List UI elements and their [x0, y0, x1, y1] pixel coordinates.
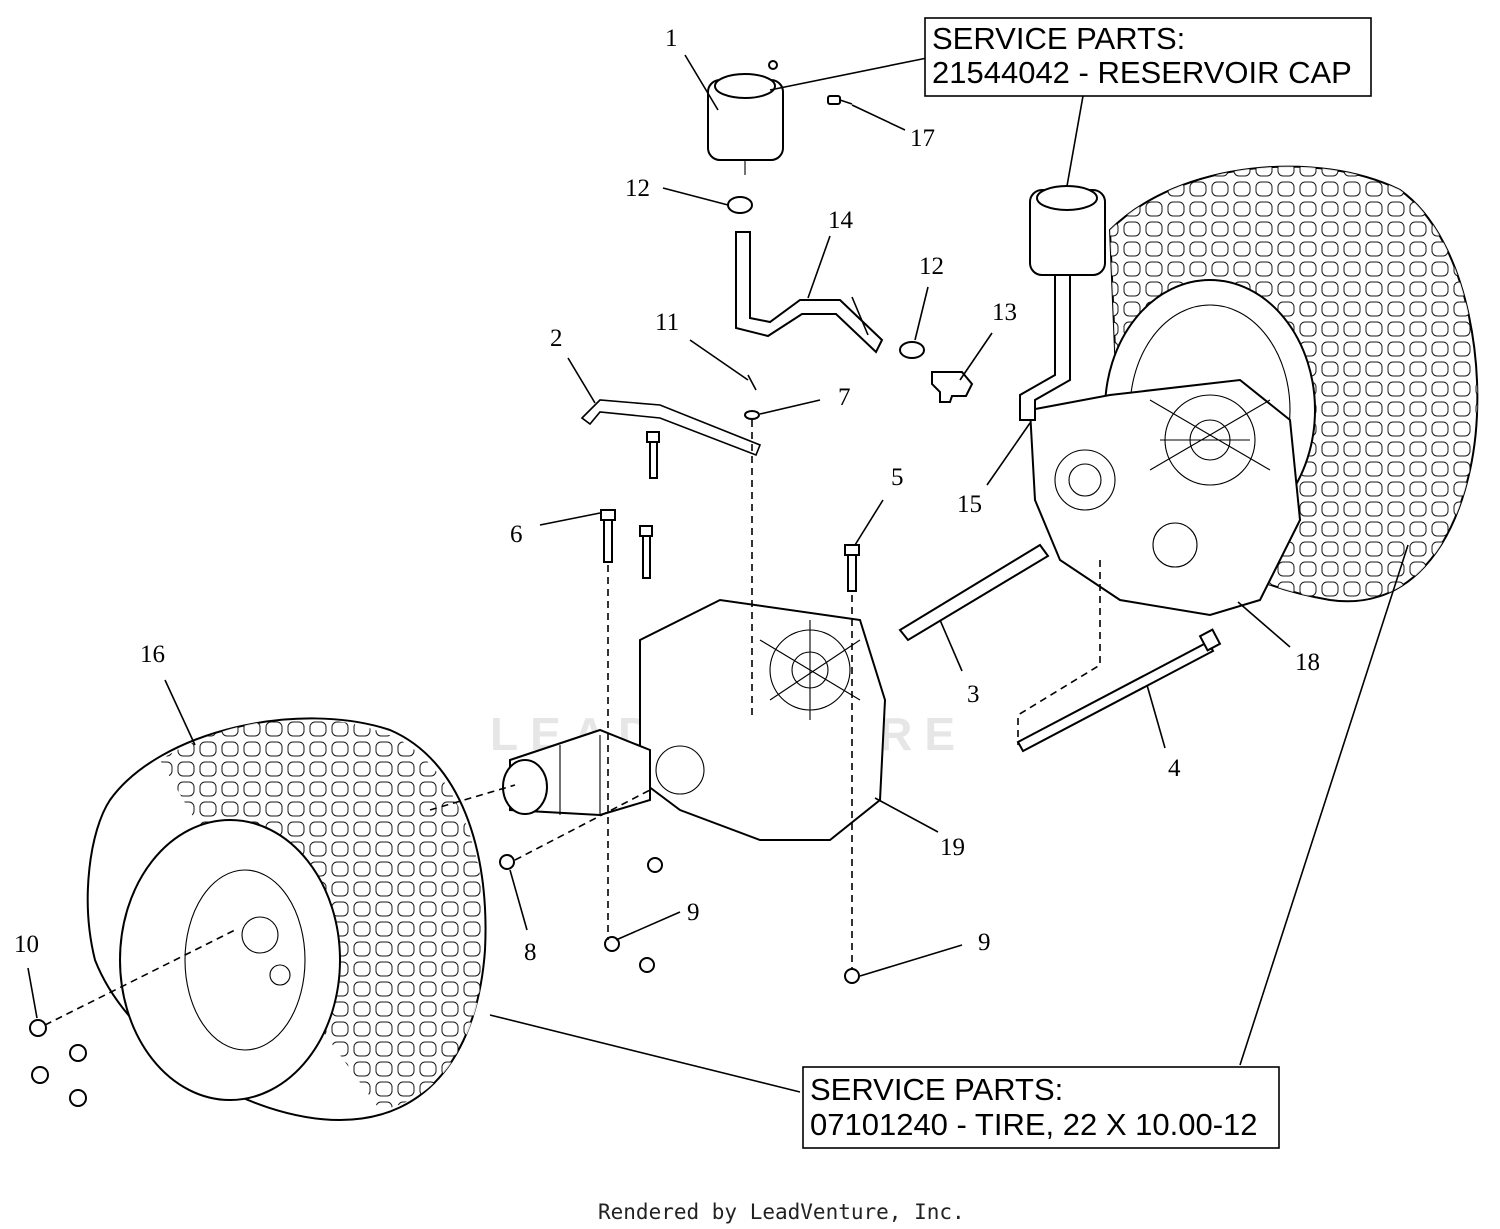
reservoir-item-1[interactable] [707, 73, 784, 175]
nut-item-9a[interactable] [604, 936, 620, 952]
service-box-tire-title: SERVICE PARTS: [810, 1072, 1063, 1107]
callout-2[interactable]: 2 [550, 325, 563, 352]
footer-credit: Rendered by LeadVenture, Inc. [598, 1200, 965, 1224]
callout-3[interactable]: 3 [967, 681, 980, 708]
service-box-tire: SERVICE PARTS: 07101240 - TIRE, 22 X 10.… [802, 1066, 1280, 1149]
service-box-reservoir-title: SERVICE PARTS: [932, 21, 1185, 56]
callout-15[interactable]: 15 [957, 491, 982, 518]
rod-item-3[interactable] [898, 543, 1050, 642]
pin-item-11[interactable] [747, 374, 757, 391]
lug-nut-item-10[interactable] [29, 1019, 47, 1037]
callout-6[interactable]: 6 [510, 521, 523, 548]
callout-12-top[interactable]: 12 [625, 175, 650, 202]
callout-14[interactable]: 14 [828, 207, 854, 234]
lug-nut[interactable] [31, 1066, 49, 1084]
lug-nut[interactable] [69, 1089, 87, 1107]
nut-item-8[interactable] [499, 854, 515, 870]
hose-item-14[interactable] [735, 231, 884, 354]
clamp-item-12-right[interactable] [899, 341, 925, 359]
clamp-item-12-top[interactable] [727, 196, 753, 214]
nuts-group [29, 854, 860, 1107]
nut[interactable] [639, 957, 655, 973]
bolt-item-5[interactable] [844, 544, 860, 592]
nut-item-9b[interactable] [844, 968, 860, 984]
callout-18[interactable]: 18 [1295, 649, 1320, 676]
screw-item-17[interactable] [827, 95, 853, 105]
assembly-lines [44, 420, 1101, 1026]
bolt-item-6[interactable] [600, 509, 616, 563]
right-transaxle[interactable] [1028, 378, 1302, 617]
right-reservoir[interactable] [1019, 185, 1106, 421]
service-box-tire-part: 07101240 - TIRE, 22 X 10.00-12 [810, 1107, 1258, 1142]
bolt-item-4[interactable] [1016, 628, 1222, 753]
bolt-mid[interactable] [639, 525, 653, 579]
leader-lines [27, 54, 1409, 1093]
lug-nut[interactable] [69, 1044, 87, 1062]
callout-13[interactable]: 13 [992, 299, 1017, 326]
bar-item-2[interactable] [580, 399, 762, 457]
callouts: 1 17 12 14 12 13 11 2 7 15 5 6 16 18 3 4… [14, 25, 1320, 966]
bolt-upper[interactable] [646, 431, 660, 479]
callout-11[interactable]: 11 [655, 309, 679, 336]
left-tire[interactable] [86, 717, 487, 1122]
callout-1[interactable]: 1 [665, 25, 678, 52]
callout-4[interactable]: 4 [1168, 755, 1181, 782]
callout-7[interactable]: 7 [838, 384, 851, 411]
callout-16[interactable]: 16 [140, 641, 165, 668]
callout-8[interactable]: 8 [524, 939, 537, 966]
left-transaxle[interactable] [502, 598, 887, 841]
callout-9-left[interactable]: 9 [687, 899, 700, 926]
service-box-reservoir-part: 21544042 - RESERVOIR CAP [932, 55, 1352, 90]
screw-icon [768, 60, 778, 70]
nut[interactable] [647, 857, 663, 873]
callout-19[interactable]: 19 [940, 834, 965, 861]
fitting-item-13[interactable] [931, 371, 974, 403]
callout-10[interactable]: 10 [14, 931, 39, 958]
callout-17[interactable]: 17 [910, 125, 935, 152]
callout-9-right[interactable]: 9 [978, 929, 991, 956]
callout-12-right[interactable]: 12 [919, 253, 944, 280]
service-box-reservoir: SERVICE PARTS: 21544042 - RESERVOIR CAP [924, 17, 1372, 97]
callout-5[interactable]: 5 [891, 464, 904, 491]
washer-item-7[interactable] [744, 410, 760, 420]
